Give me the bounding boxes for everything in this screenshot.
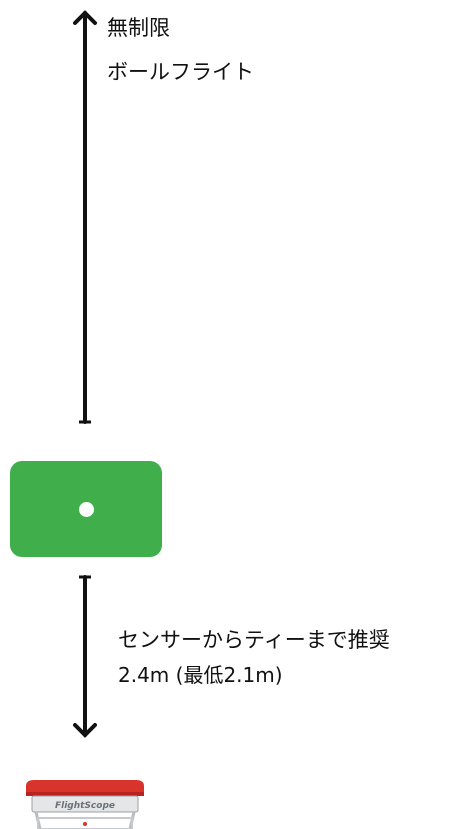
top-label-line2: ボールフライト <box>107 60 254 84</box>
ball-flight-arrow <box>73 10 97 424</box>
tee-mat <box>10 461 162 557</box>
golf-ball <box>79 502 94 517</box>
distance-label-line2: 2.4m (最低2.1m) <box>118 663 283 687</box>
arrow-up-icon <box>73 10 97 424</box>
arrow-down-icon <box>73 575 97 738</box>
distance-label-line1: センサーからティーまで推奨 <box>118 628 390 652</box>
sensor-brand-text: FlightScope <box>55 801 115 811</box>
top-label-line1: 無制限 <box>107 16 170 40</box>
flightscope-sensor: FlightScope <box>26 780 144 829</box>
tee-to-sensor-arrow <box>73 575 97 738</box>
